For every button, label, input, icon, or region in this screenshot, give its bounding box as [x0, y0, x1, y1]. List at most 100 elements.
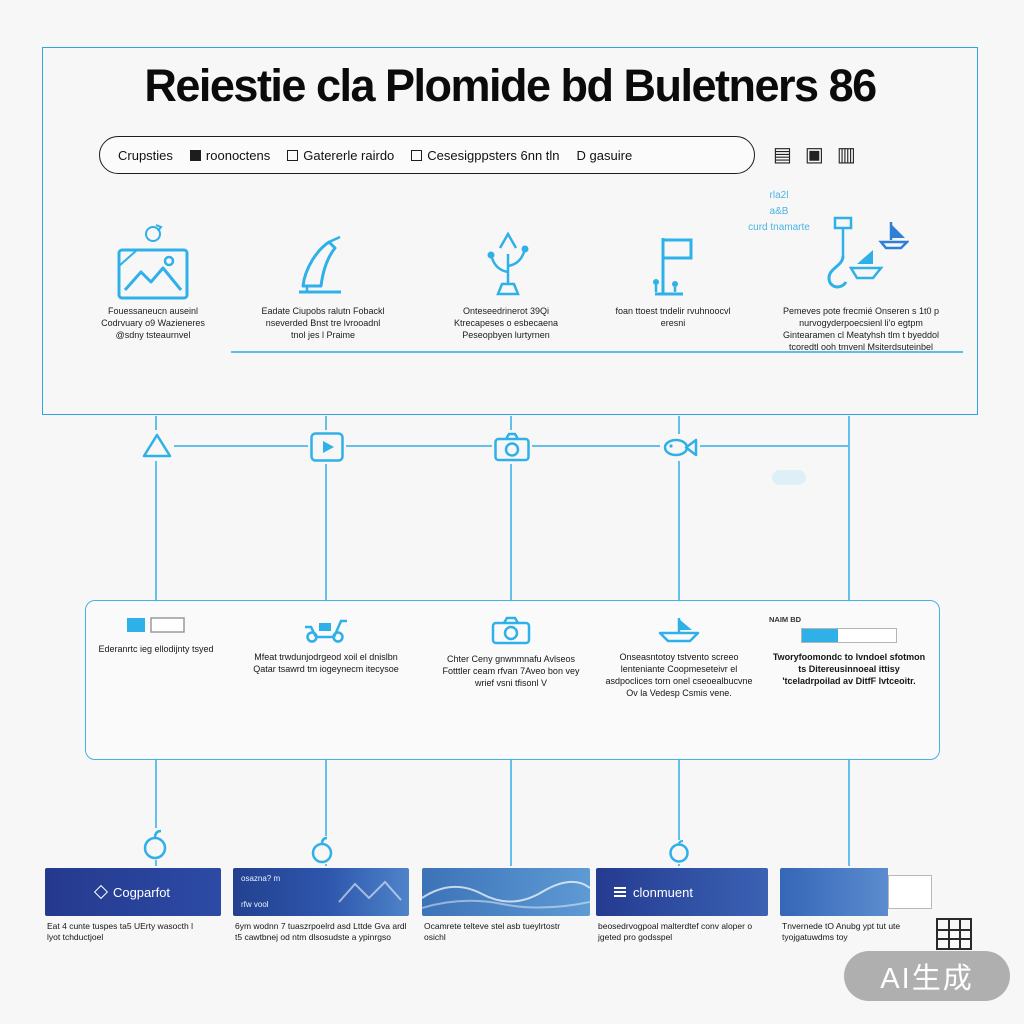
- side-notes: rla2l a&B curd tnamarte: [699, 188, 859, 236]
- card-caption: Eat 4 cunte tuspes ta5 UErty wasocth l l…: [47, 921, 193, 943]
- boat-icon: [656, 615, 702, 643]
- card-label: clonmuent: [633, 884, 693, 900]
- top-step-caption: Onteseedrinerot 39Qi Ktrecapeses o esbec…: [453, 306, 559, 340]
- apple-icon: [310, 836, 334, 864]
- connector-v1-lower: [155, 760, 157, 866]
- plant-icon: [474, 228, 538, 300]
- tab-gatererle[interactable]: Gatererle rairdo: [287, 148, 394, 163]
- globe-icon: [142, 222, 164, 244]
- side-note: curd tnamarte: [748, 222, 810, 233]
- icon-area: [117, 198, 189, 300]
- panel-col-1: Ederanrtc ieg ellodijnty tsyed: [86, 615, 226, 655]
- panel-tag: NAIM BD: [769, 615, 802, 624]
- heel-shoe-icon: [295, 234, 351, 300]
- diamond-icon: [93, 884, 109, 900]
- tab-label: Gatererle rairdo: [303, 147, 395, 163]
- apple-icon: [142, 828, 168, 860]
- card-caption: beosedrvogpoal malterdtef conv aloper o …: [598, 921, 753, 943]
- tab-bar: Crupsties roonoctens Gatererle rairdo Ce…: [99, 136, 755, 174]
- page-title: Reiestie cla Plomide bd Buletners 86: [144, 60, 877, 111]
- panel-col-2: Mfeat trwdunjodrgeod xoil el dnislbn Qat…: [251, 615, 401, 675]
- ai-watermark: AI生成: [844, 951, 1010, 1001]
- top-section: Reiestie cla Plomide bd Buletners 86 Cru…: [42, 47, 978, 415]
- top-step-2: Eadate Ciupobs ralutn Fobackl nseverded …: [248, 198, 398, 342]
- tab-gasuire[interactable]: D gasuire: [577, 148, 633, 163]
- list-icon[interactable]: ▤: [773, 144, 792, 166]
- connector-v2-upper: [325, 416, 327, 602]
- circle-icon: [668, 840, 690, 864]
- top-step-3: Onteseedrinerot 39Qi Ktrecapeses o esbec…: [431, 198, 581, 342]
- card-cogparfot[interactable]: Cogparfot: [45, 868, 221, 916]
- card-caption: Tnvernede tO Anubg ypt tut ute tyojgatuw…: [782, 921, 901, 943]
- card-5-fill: [780, 868, 888, 916]
- detail-panel: Ederanrtc ieg ellodijnty tsyed Mfeat trw…: [85, 600, 940, 760]
- panel-col-5: NAIM BD Tworyfoomondc to lvndoel sfotmon…: [769, 615, 929, 688]
- photo-frame-icon: [117, 248, 189, 300]
- top-step-caption: Eadate Ciupobs ralutn Fobackl nseverded …: [261, 306, 385, 340]
- card-5-whitebox: [888, 875, 932, 909]
- square-icon: [287, 149, 299, 161]
- connector-v2-lower: [325, 760, 327, 866]
- panel-text: Onseasntotoy tstvento screeo lenteniante…: [605, 652, 753, 699]
- panel-text: Ederanrtc ieg ellodijnty tsyed: [98, 644, 214, 654]
- panel-text: Tworyfoomondc to lvndoel sfotmon ts Dite…: [772, 652, 926, 687]
- tab-crupsties[interactable]: Crupsties: [118, 148, 173, 163]
- panel-text: Mfeat trwdunjodrgeod xoil el dnislbn Qat…: [253, 652, 399, 675]
- flag-icon: [647, 234, 699, 300]
- top-step-caption: Fouessaneucn auseinl Codrvuary o9 Wazien…: [101, 306, 205, 340]
- connector-v5-lower: [848, 760, 850, 866]
- tab-label: D gasuire: [576, 147, 633, 163]
- watermark-text: AI生成: [880, 963, 974, 995]
- tab-label: roonoctens: [205, 147, 271, 163]
- card-clonmuent[interactable]: clonmuent: [596, 868, 768, 916]
- side-note: a&B: [769, 206, 789, 217]
- card-caption: Ocamrete telteve stel asb tueylrtostr os…: [424, 921, 561, 943]
- connector-v4-lower: [678, 760, 680, 866]
- card-inner-text: rfw vool: [241, 900, 269, 910]
- connector-line-top: [231, 351, 963, 353]
- square-icon: [189, 149, 201, 161]
- panel-icon[interactable]: ▣: [804, 144, 824, 166]
- top-step-caption: Pemeves pote frecmié Onseren s 1t0 p nur…: [782, 306, 940, 352]
- card-5[interactable]: [780, 868, 932, 916]
- tab-label: Crupsties: [118, 147, 173, 163]
- panel-text: Chter Ceny gnwnmnafu Avlseos Fotttler ce…: [442, 654, 580, 689]
- top-step-caption: foan ttoest tndelir rvuhnoocvl eresni: [615, 306, 731, 328]
- icon-area: [813, 198, 909, 300]
- panel-col-4: Onseasntotoy tstvento screeo lenteniante…: [604, 615, 754, 700]
- fish-icon: [660, 434, 700, 461]
- panel-col-3: Chter Ceny gnwnmnafu Avlseos Fotttler ce…: [436, 615, 586, 689]
- triangle-icon: [140, 430, 174, 461]
- connector-v1-upper: [155, 416, 157, 602]
- tab-roonoctens[interactable]: roonoctens: [189, 147, 271, 163]
- connector-v3-upper: [510, 416, 512, 602]
- camera-icon: [491, 615, 531, 645]
- side-note: rla2l: [769, 190, 789, 201]
- columns-icon[interactable]: ▥: [836, 144, 856, 166]
- top-step-5: Pemeves pote frecmié Onseren s 1t0 p nur…: [775, 198, 947, 354]
- card-inner-text: osazna? m: [241, 874, 281, 883]
- progress-bar-fill: [802, 629, 838, 643]
- tab-cesesigppsters[interactable]: Cesesigppsters 6nn tln: [411, 147, 560, 163]
- chip-icon: [126, 615, 186, 635]
- progress-bar: [801, 628, 897, 644]
- cloud-shape: [772, 470, 806, 485]
- connector-v3-lower: [510, 760, 512, 866]
- top-step-1: Fouessaneucn auseinl Codrvuary o9 Wazien…: [78, 198, 228, 342]
- card-label: Cogparfot: [112, 884, 171, 900]
- icon-area: [647, 198, 699, 300]
- card-3[interactable]: [422, 868, 590, 916]
- card-2[interactable]: osazna? m rfw vool: [233, 868, 409, 916]
- icon-area: [295, 198, 351, 300]
- icon-area: [474, 198, 538, 300]
- tab-label: Cesesigppsters 6nn tln: [427, 147, 560, 163]
- card-caption: 6ym wodnn 7 tuaszrpoelrd asd Lttde Gva a…: [235, 921, 407, 943]
- grid-icon[interactable]: [936, 918, 972, 950]
- scooter-icon: [303, 615, 349, 643]
- bars-icon: [614, 887, 626, 897]
- connector-v5-upper: [848, 416, 850, 602]
- toolbar-icons: ▤ ▣ ▥: [773, 142, 856, 167]
- connector-v4-upper: [678, 416, 680, 602]
- play-icon: [308, 430, 346, 464]
